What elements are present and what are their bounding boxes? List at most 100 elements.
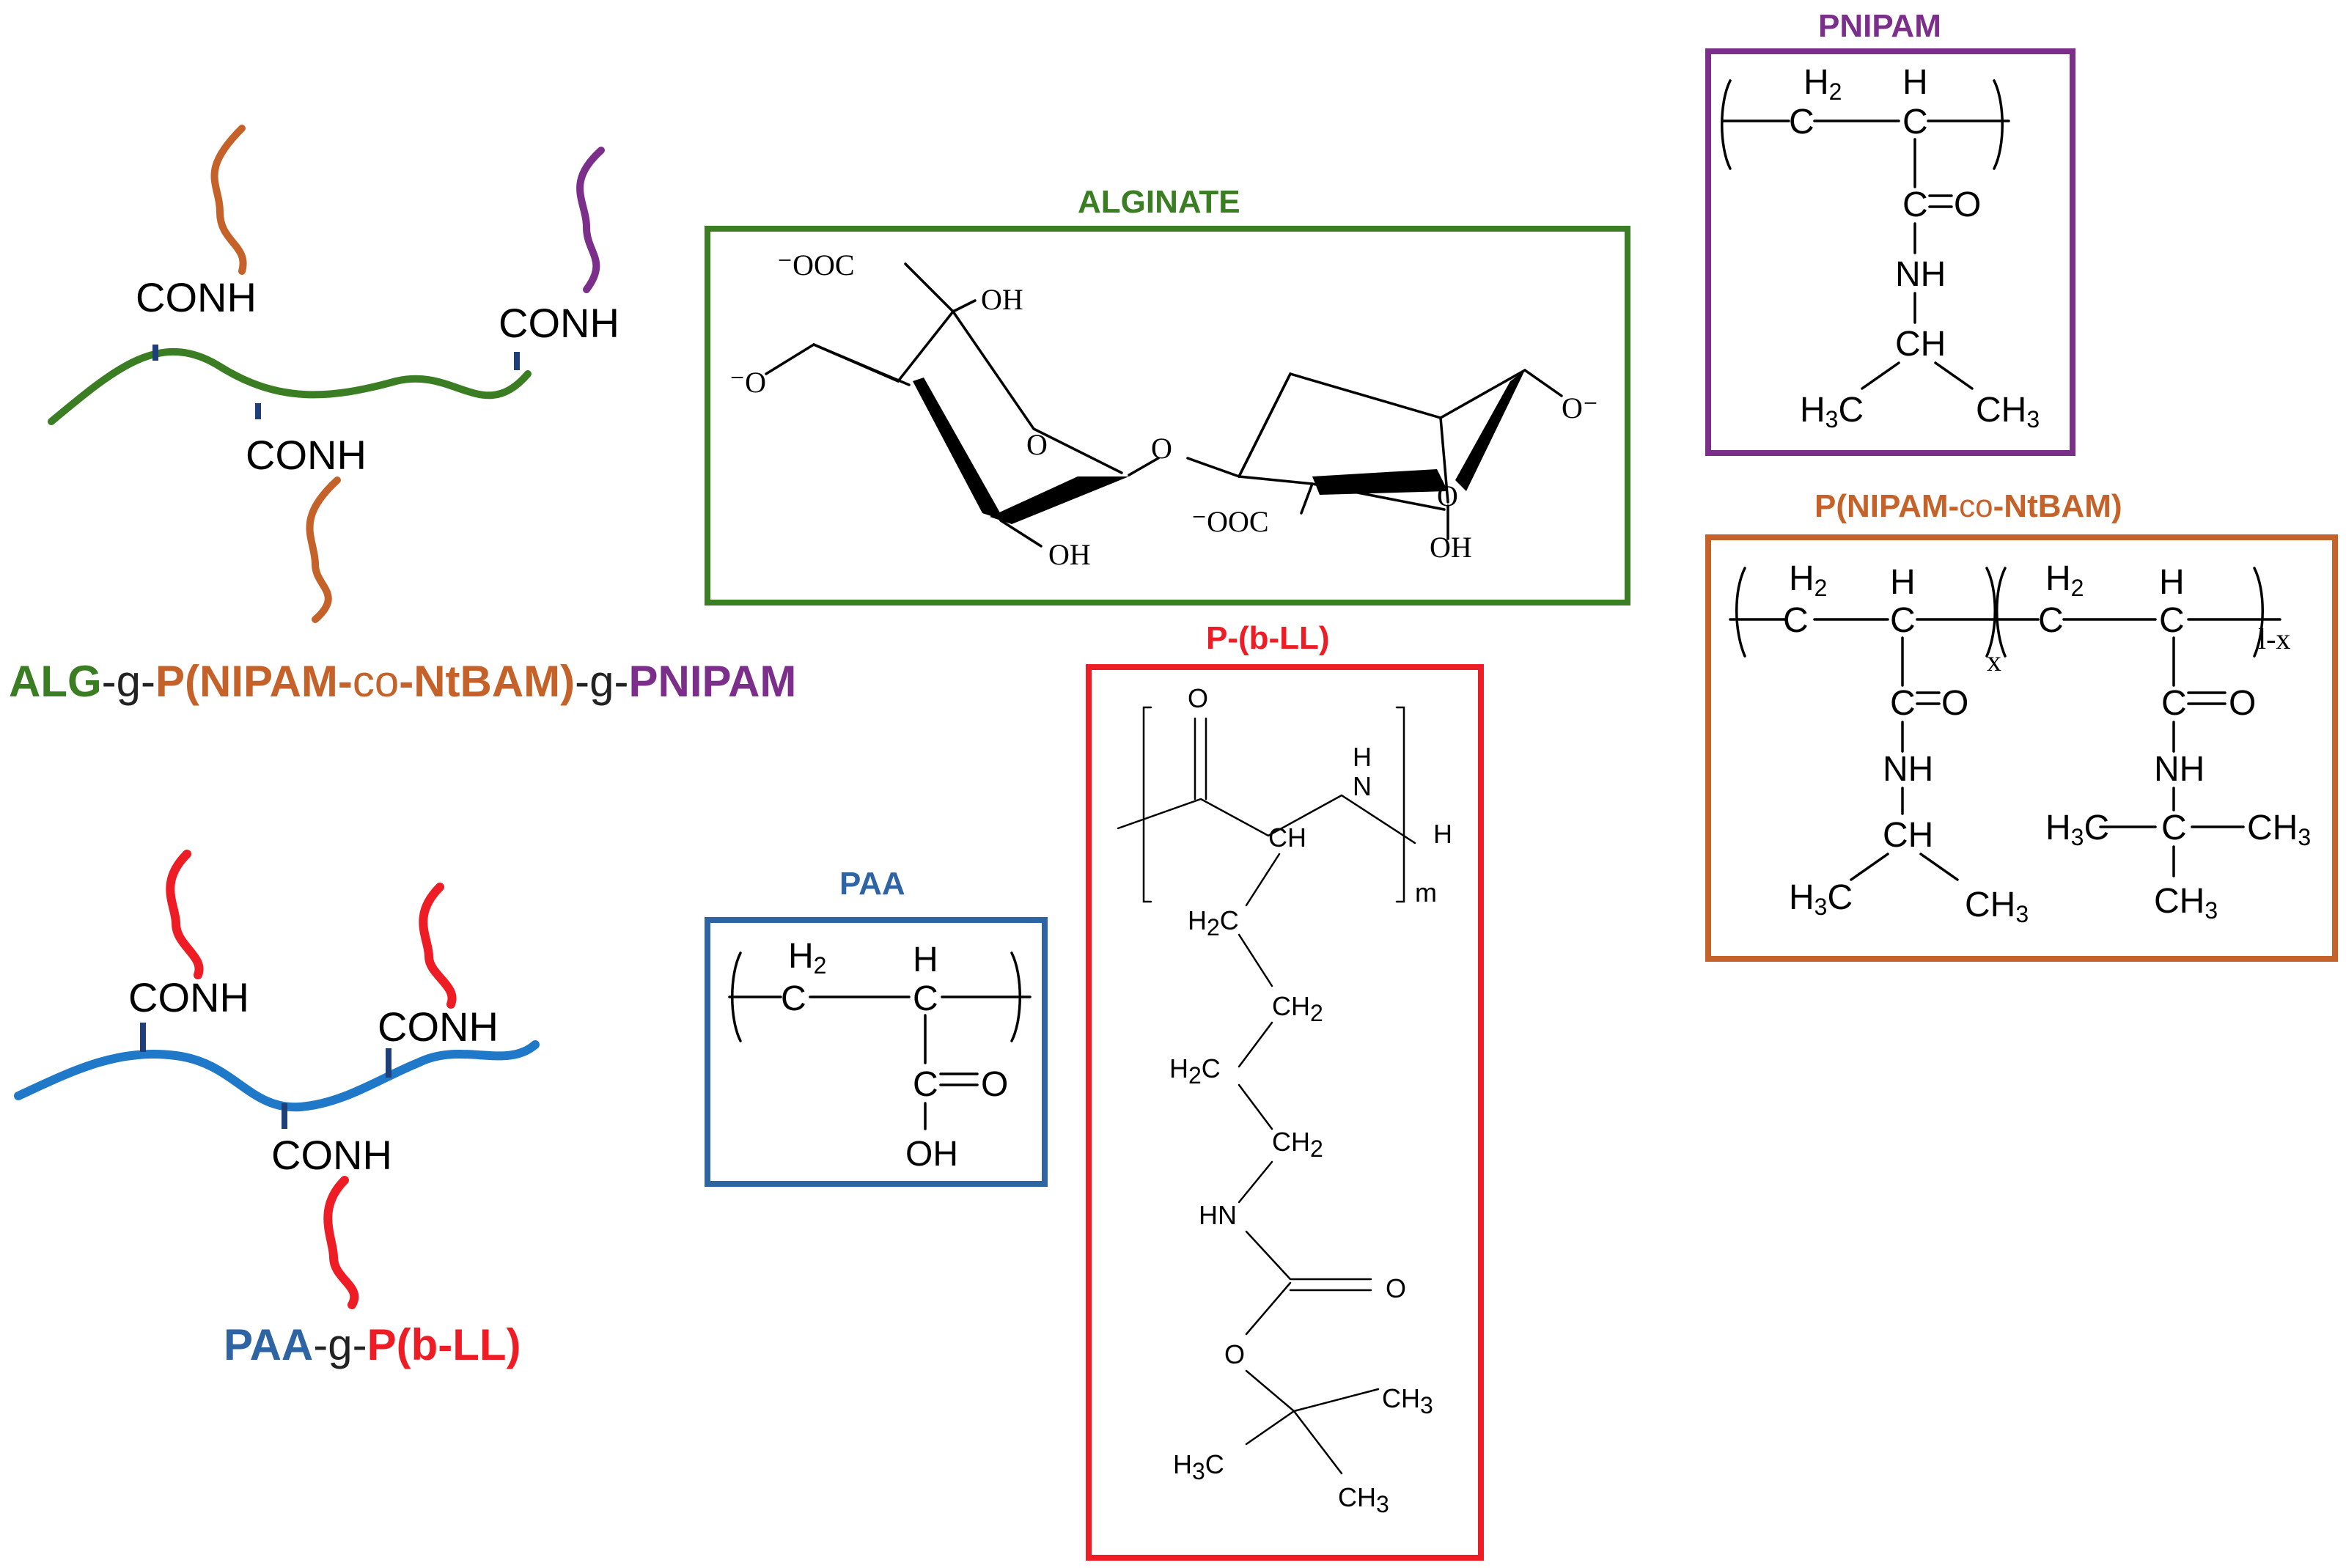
- svg-text:CH2: CH2: [1272, 991, 1323, 1026]
- svg-text:H2: H2: [1803, 63, 1842, 105]
- svg-text:H2C: H2C: [1169, 1053, 1221, 1089]
- svg-text:CH3: CH3: [1976, 391, 2040, 433]
- alg-graft-schematic: CONH CONH CONH ALG-g-P(NIPAM-co-NtBAM)-g…: [9, 125, 796, 706]
- svg-text:x: x: [1987, 644, 2001, 677]
- svg-text:C: C: [1902, 103, 1928, 141]
- pbll-graft-chain-1: [166, 850, 204, 979]
- svg-text:C: C: [1789, 103, 1814, 141]
- pbll-graft-chain-3: [323, 1176, 359, 1309]
- pbll-graft-chain-2: [419, 883, 457, 1009]
- svg-text:C: C: [2038, 601, 2064, 640]
- paa-conh-label-2: CONH: [271, 1132, 392, 1178]
- svg-text:m: m: [1415, 877, 1437, 908]
- svg-text:⁻OOC: ⁻OOC: [777, 249, 855, 281]
- svg-text:⁻O: ⁻O: [729, 366, 766, 399]
- svg-text:CH: CH: [1895, 325, 1946, 364]
- svg-text:C: C: [1783, 601, 1809, 640]
- svg-text:O: O: [1188, 683, 1208, 713]
- alginate-backbone: [48, 347, 532, 425]
- alginate-ring-1: [812, 309, 1123, 474]
- svg-text:C: C: [913, 979, 938, 1018]
- alginate-box: [705, 226, 1630, 606]
- svg-text:H2: H2: [1789, 559, 1827, 601]
- svg-text:O: O: [1224, 1339, 1245, 1369]
- copolymer-structure: P(NIPAM-co-NtBAM) C H2 C H x C H2 C H l-…: [1705, 488, 2338, 962]
- svg-text:O⁻: O⁻: [1562, 391, 1598, 424]
- svg-text:H3C: H3C: [1800, 391, 1864, 433]
- alg-conh-label-1: CONH: [136, 274, 257, 320]
- svg-text:NH: NH: [1883, 750, 1933, 789]
- paa-structure: PAA C H2 C H C O OH: [705, 866, 1048, 1187]
- svg-text:H2: H2: [2045, 559, 2084, 601]
- svg-text:C: C: [2159, 601, 2185, 640]
- copolymer-title: P(NIPAM-co-NtBAM): [1814, 488, 2122, 524]
- svg-text:CH3: CH3: [2154, 882, 2218, 924]
- alginate-wedge-1: [913, 378, 1004, 520]
- pnipam-structure: PNIPAM C H2 C H C O NH CH H3C CH3: [1705, 8, 2075, 456]
- pbll-structure: P-(b-LL) O CH N H H m H2C CH2 H2C CH2 HN…: [1086, 620, 1484, 1561]
- svg-text:H3C: H3C: [1173, 1449, 1224, 1484]
- svg-text:C: C: [2161, 809, 2187, 847]
- svg-text:HN: HN: [1199, 1200, 1237, 1230]
- paa-graft-name: PAA-g-P(b-LL): [224, 1320, 521, 1369]
- svg-text:H2: H2: [788, 937, 826, 979]
- svg-text:H2C: H2C: [1188, 905, 1239, 941]
- svg-text:H: H: [1890, 563, 1916, 602]
- svg-text:CH3: CH3: [1965, 886, 2029, 927]
- svg-text:NH: NH: [1895, 255, 1946, 294]
- svg-text:O: O: [1386, 1273, 1406, 1303]
- svg-text:C: C: [1890, 684, 1916, 723]
- paa-title: PAA: [839, 866, 905, 902]
- svg-text:OH: OH: [1048, 538, 1091, 571]
- svg-text:O: O: [1026, 428, 1048, 461]
- svg-text:O: O: [2229, 684, 2256, 723]
- pnipam-title: PNIPAM: [1818, 8, 1941, 44]
- svg-text:C: C: [913, 1065, 938, 1104]
- svg-text:CH3: CH3: [1382, 1383, 1433, 1418]
- alginate-title: ALGINATE: [1078, 184, 1240, 220]
- svg-text:l-x: l-x: [2258, 622, 2290, 655]
- svg-text:CH: CH: [1268, 822, 1306, 853]
- pnipam-graft-chain: [576, 147, 605, 293]
- svg-text:N: N: [1353, 771, 1372, 801]
- svg-text:⁻OOC: ⁻OOC: [1191, 505, 1269, 538]
- svg-text:NH: NH: [2154, 750, 2205, 789]
- svg-text:OH: OH: [905, 1135, 958, 1174]
- paa-graft-schematic: CONH CONH CONH PAA-g-P(b-LL): [14, 850, 540, 1369]
- svg-text:CH: CH: [1883, 816, 1933, 855]
- svg-text:H: H: [1353, 742, 1372, 772]
- copolymer-box: [1705, 534, 2338, 962]
- alg-conh-label-2: CONH: [246, 432, 367, 478]
- svg-text:OH: OH: [1430, 531, 1472, 564]
- svg-text:O: O: [1954, 185, 1981, 224]
- svg-text:H: H: [1902, 63, 1928, 102]
- svg-text:H: H: [913, 941, 938, 979]
- svg-text:O: O: [1151, 432, 1172, 465]
- copolymer-graft-chain-2: [306, 476, 341, 623]
- paa-box: [705, 917, 1048, 1187]
- svg-text:H: H: [1433, 819, 1452, 849]
- svg-text:H3C: H3C: [1789, 878, 1853, 920]
- paa-conh-label-3: CONH: [378, 1004, 499, 1050]
- svg-text:C: C: [1890, 601, 1916, 640]
- alg-conh-label-3: CONH: [499, 300, 619, 346]
- svg-text:C: C: [1902, 185, 1928, 224]
- svg-text:CH3: CH3: [1338, 1482, 1389, 1517]
- svg-text:O: O: [1437, 479, 1458, 512]
- svg-text:O: O: [1941, 684, 1968, 723]
- paa-backbone: [14, 1040, 540, 1112]
- alginate-structure: ALGINATE ⁻OOC OH ⁻O O O OH ⁻OOC O OH O⁻: [705, 184, 1630, 606]
- svg-text:C: C: [781, 979, 806, 1018]
- copolymer-graft-chain-1: [210, 125, 247, 275]
- pnipam-box: [1705, 48, 2075, 456]
- svg-text:CH2: CH2: [1272, 1127, 1323, 1162]
- paa-conh-label-1: CONH: [128, 974, 249, 1020]
- pbll-box: [1086, 664, 1484, 1561]
- pbll-title: P-(b-LL): [1206, 620, 1330, 656]
- svg-text:H: H: [2159, 563, 2185, 602]
- alg-graft-name: ALG-g-P(NIPAM-co-NtBAM)-g-PNIPAM: [9, 657, 796, 706]
- svg-text:C: C: [2161, 684, 2187, 723]
- svg-text:O: O: [981, 1065, 1008, 1104]
- svg-text:OH: OH: [981, 283, 1023, 316]
